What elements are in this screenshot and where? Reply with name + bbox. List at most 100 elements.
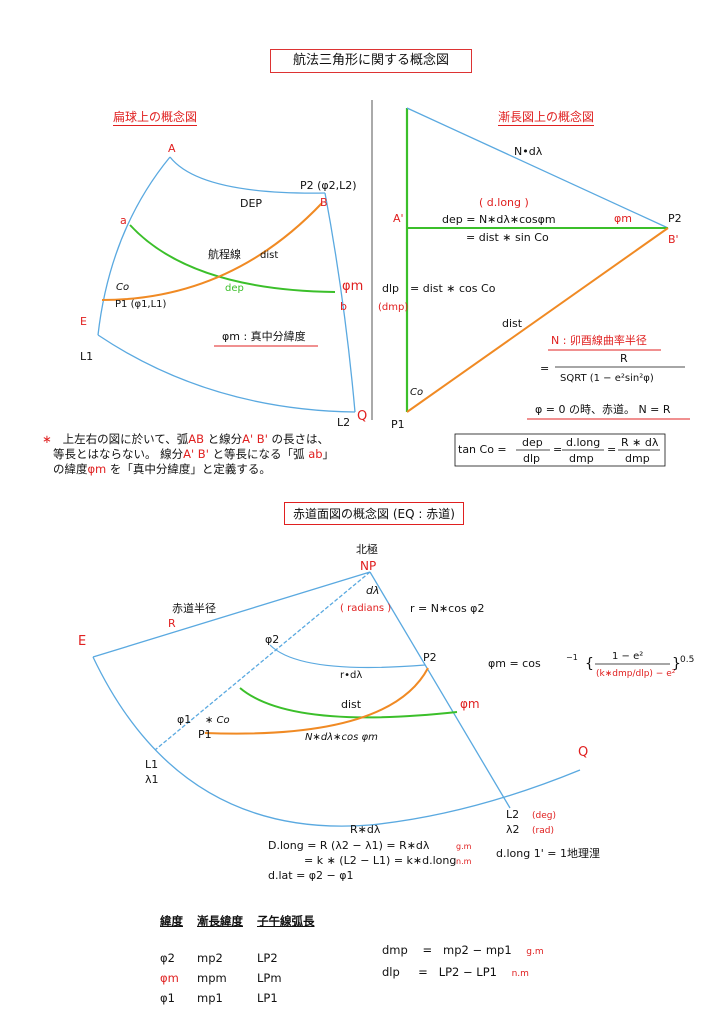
- label-rdl: r•dλ: [340, 670, 362, 681]
- parallel-top: [169, 156, 326, 194]
- dep-equation-2: = dist ∗ sin Co: [466, 231, 549, 244]
- label-dist: dist: [260, 250, 278, 261]
- label-L2: L2: [337, 416, 350, 429]
- label-Bprime: B': [668, 233, 679, 246]
- label-Q: Q: [357, 409, 367, 424]
- dlong-unit-1: g.m: [456, 842, 472, 851]
- label-E-bottom: E: [78, 634, 86, 649]
- label-dep: dep: [225, 283, 244, 294]
- arc-phi-m: [239, 687, 458, 719]
- label-P1-right: P1: [391, 418, 405, 431]
- phi-m-formula-den: (k∗dmp/dlp) − e²: [596, 669, 676, 679]
- label-deg: (deg): [532, 811, 556, 821]
- label-P2: P2 (φ2,L2): [300, 179, 357, 192]
- definition-note: ∗ 上左右の図に於いて、弧AB と線分A' B' の長さは、 等長とはならない。…: [42, 432, 335, 476]
- dlat-formula: d.lat = φ2 − φ1: [268, 869, 354, 882]
- equatorial-radius: [92, 571, 371, 658]
- equator-circle: [92, 656, 581, 827]
- label-phi-m-right: φm: [614, 212, 632, 225]
- phi-m-formula-sup: −1: [566, 653, 578, 662]
- label-radians: ( radians ): [340, 603, 391, 614]
- phi-m-formula-exp: 0.5: [680, 655, 694, 665]
- page-title: 航法三角形に関する概念図: [270, 49, 472, 73]
- n-eq-sign: =: [540, 362, 549, 375]
- tan-co-f1n: dep: [522, 436, 543, 449]
- dlong-formula-2: = k ∗ (L2 − L1) = k∗d.long: [304, 854, 456, 867]
- meridian-right: [324, 192, 356, 413]
- n-definition: N : 卯酉線曲率半径: [551, 333, 647, 347]
- tan-co-f2d: dmp: [569, 452, 594, 465]
- phi-m-formula-num: 1 − e²: [612, 651, 643, 662]
- equatorial-diagram: 北極 NP dλ ( radians ) r = N∗cos φ2 赤道半径 R…: [78, 542, 694, 882]
- svg-text:=: =: [607, 443, 616, 456]
- table-header: 子午線弧長: [257, 914, 315, 928]
- dlong-unit-2: n.m: [456, 857, 472, 866]
- table-header: 緯度: [160, 914, 183, 928]
- meridian-L1: [154, 571, 371, 751]
- phi-m-formula-lhs: φm = cos: [488, 657, 541, 670]
- label-L1-bottom: L1: [145, 758, 158, 771]
- label-dlp: dlp: [382, 282, 399, 295]
- svg-text:{: {: [585, 656, 594, 672]
- label-phi-m-bottom: φm: [460, 697, 480, 711]
- tan-co-f3d: dmp: [625, 452, 650, 465]
- phi-m-legend: φm : 真中分緯度: [222, 329, 306, 343]
- dlong-formula-1: D.long = R (λ2 − λ1) = R∗dλ: [268, 839, 430, 852]
- label-rad: (rad): [532, 826, 554, 836]
- label-Co: Co: [116, 282, 129, 293]
- label-lambda1: λ1: [145, 773, 159, 786]
- label-a: a: [120, 214, 127, 227]
- bottom-heading: 赤道面図の概念図 (EQ : 赤道): [284, 502, 464, 525]
- label-Nd: N•dλ: [514, 145, 543, 158]
- rhumb-line: [101, 202, 323, 301]
- label-phi2: φ2: [265, 633, 279, 646]
- label-P2-bottom: P2: [423, 651, 437, 664]
- label-r-eq: r = N∗cos φ2: [410, 602, 484, 615]
- rhumb-bottom: [204, 667, 429, 735]
- label-L2-bottom: L2: [506, 808, 519, 821]
- label-R: R: [168, 617, 176, 630]
- right-heading: 漸長図上の概念図: [498, 110, 595, 126]
- table-row: φ2 mp2 LP2: [160, 951, 278, 965]
- label-b: b: [340, 300, 347, 313]
- equator-note: φ = 0 の時、赤道。 N = R: [535, 402, 671, 416]
- label-Rdl: R∗dλ: [350, 823, 381, 836]
- label-Aprime: A': [393, 212, 404, 225]
- tan-co-f2n: d.long: [566, 436, 600, 449]
- table-header: 漸長緯度: [197, 914, 243, 928]
- label-B: B: [320, 196, 328, 209]
- label-dist-right: dist: [502, 317, 523, 330]
- svg-text:=: =: [553, 443, 562, 456]
- label-dl: dλ: [366, 584, 380, 597]
- meridian-left: [97, 156, 171, 336]
- dlong-one-minute: d.long 1' = 1地理浬: [496, 847, 600, 860]
- left-heading: 扁球上の概念図: [113, 110, 198, 126]
- label-dmp: (dmp): [378, 302, 408, 313]
- label-L1: L1: [80, 350, 93, 363]
- def-dmp: dmp = mp2 − mp1 g.m: [382, 943, 544, 957]
- label-dlong: ( d.long ): [479, 196, 529, 209]
- tan-co-f3n: R ∗ dλ: [621, 436, 659, 449]
- label-P1: P1 (φ1,L1): [115, 299, 167, 310]
- label-phi-m: φm: [342, 279, 363, 294]
- difference-definitions: dmp = mp2 − mp1 g.m dlp = LP2 − LP1 n.m: [382, 940, 544, 984]
- label-Co-right: Co: [410, 387, 423, 398]
- label-Co-bottom: ∗ Co: [205, 715, 230, 726]
- latitude-table: 緯度 漸長緯度 子午線弧長 φ2 mp2 LP2 φm mpm LPm φ1 m…: [160, 910, 329, 1008]
- arc-ab: [129, 224, 336, 293]
- dep-equation: dep = N∗dλ∗cosφm: [442, 213, 556, 226]
- mercator-diagram: N•dλ ( d.long ) A' B' dep = N∗dλ∗cosφm =…: [378, 107, 690, 467]
- dist-line: [406, 227, 669, 413]
- spheroid-diagram: A a E L1 L2 Q B b P2 (φ2,L2) P1 (φ1,L1) …: [80, 142, 367, 429]
- label-A: A: [168, 142, 176, 155]
- label-lambda2: λ2: [506, 823, 520, 836]
- parallel-phi2: [269, 644, 426, 669]
- label-phi1: φ1: [177, 713, 191, 726]
- label-P1-bottom: P1: [198, 728, 212, 741]
- equator-arc: [97, 334, 356, 413]
- top-edge: [406, 107, 669, 229]
- n-denominator: SQRT (1 − e²sin²φ): [560, 373, 654, 384]
- label-Ndl: N∗dλ∗cos φm: [305, 732, 378, 743]
- dlp-equation: = dist ∗ cos Co: [410, 282, 496, 295]
